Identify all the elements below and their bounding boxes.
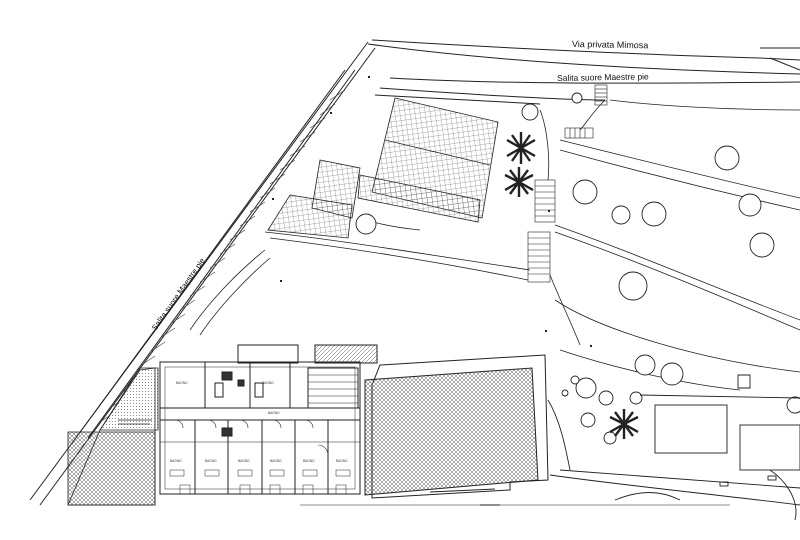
- room-label: BAGNO: [336, 459, 348, 463]
- room-label: BAGNO: [270, 459, 282, 463]
- markers: [272, 76, 592, 347]
- stairs-top: [527, 84, 608, 283]
- terrain-lines: [189, 99, 800, 391]
- building-plan: [159, 344, 378, 495]
- roof-tiles: [267, 97, 499, 239]
- street-label-salita-top: Salita suore Maestre pie: [557, 71, 649, 83]
- trees: [355, 92, 800, 445]
- street-label-via-privata-mimosa: Via privata Mimosa: [571, 39, 649, 51]
- pool-court: [364, 354, 549, 506]
- room-labels: BAGNO BAGNO BAGNO BAGNO BAGNO BAGNO BAGN…: [170, 381, 348, 463]
- room-label: BAGNO: [268, 411, 280, 415]
- palm-trees: [504, 132, 639, 439]
- room-label: BAGNO: [170, 459, 182, 463]
- room-label: BAGNO: [176, 381, 188, 385]
- room-label: BAGNO: [205, 459, 217, 463]
- right-structures: [547, 374, 800, 521]
- room-label: BAGNO: [238, 459, 250, 463]
- parking-area: [67, 367, 159, 506]
- diagonal-road: [29, 41, 376, 506]
- top-streets: [367, 39, 800, 105]
- room-label: BAGNO: [303, 459, 315, 463]
- room-label: BAGNO: [262, 381, 274, 385]
